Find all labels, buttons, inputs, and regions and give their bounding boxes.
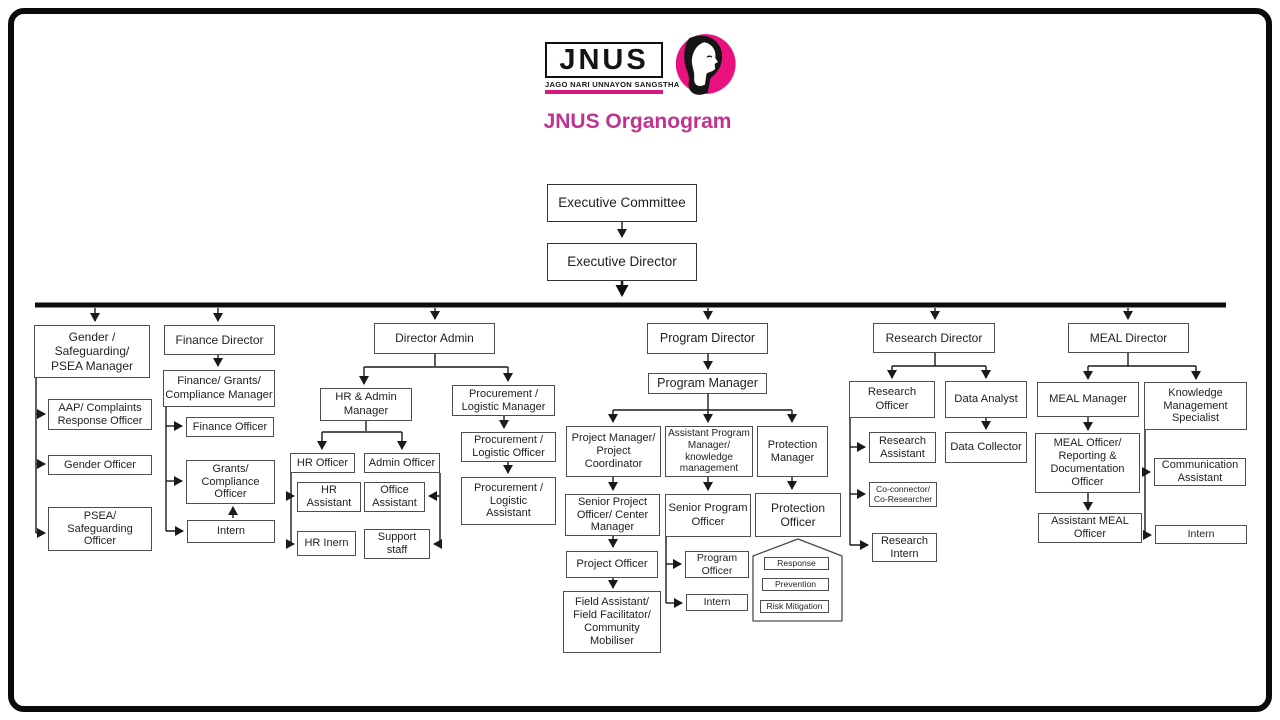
- org-node-protection-manager: Protection Manager: [757, 426, 828, 477]
- org-node-aap-complaints-response-officer: AAP/ Complaints Response Officer: [48, 399, 152, 430]
- org-node-meal-director: MEAL Director: [1068, 323, 1189, 353]
- org-node-meal-manager: MEAL Manager: [1037, 382, 1139, 417]
- org-node-assistant-meal-officer: Assistant MEAL Officer: [1038, 513, 1142, 543]
- org-node-gender-safeguarding-psea-manager: Gender / Safeguarding/ PSEA Manager: [34, 325, 150, 378]
- org-node-hr-assistant: HR Assistant: [297, 482, 361, 512]
- page-title: JNUS Organogram: [543, 110, 732, 133]
- org-node-finance-intern: Intern: [187, 520, 275, 543]
- org-node-knowledge-management-specialist: Knowledge Management Specialist: [1144, 382, 1247, 430]
- org-node-research-director: Research Director: [873, 323, 995, 353]
- org-node-finance-director: Finance Director: [164, 325, 275, 355]
- org-node-procurement-logistic-officer: Procurement / Logistic Officer: [461, 432, 556, 462]
- org-node-data-collector: Data Collector: [945, 432, 1027, 463]
- org-node-research-intern: Research Intern: [872, 533, 937, 562]
- org-node-program-director: Program Director: [647, 323, 768, 354]
- org-node-executive-committee: Executive Committee: [547, 184, 697, 222]
- org-node-gender-officer: Gender Officer: [48, 455, 152, 475]
- org-node-support-staff: Support staff: [364, 529, 430, 559]
- org-node-program-intern: Intern: [686, 594, 748, 611]
- org-node-psea-safeguarding-officer: PSEA/ Safeguarding Officer: [48, 507, 152, 551]
- org-node-hr-intern: HR Inern: [297, 531, 356, 556]
- org-node-program-officer: Program Officer: [685, 551, 749, 578]
- org-node-senior-program-officer: Senior Program Officer: [665, 494, 751, 537]
- org-node-prevention: Prevention: [762, 578, 829, 591]
- org-node-field-assistant-facilitator-mobiliser: Field Assistant/ Field Facilitator/ Comm…: [563, 591, 661, 653]
- org-node-research-officer: Research Officer: [849, 381, 935, 418]
- logo-face-icon: [675, 34, 736, 95]
- org-node-data-analyst: Data Analyst: [945, 381, 1027, 418]
- org-node-meal-intern: Intern: [1155, 525, 1247, 544]
- org-node-communication-assistant: Communication Assistant: [1154, 458, 1246, 486]
- org-node-office-assistant: Office Assistant: [364, 482, 425, 512]
- jnus-logo-tagline: JAGO NARI UNNAYON SANGSTHA: [545, 80, 680, 89]
- org-node-executive-director: Executive Director: [547, 243, 697, 281]
- org-node-assistant-program-manager: Assistant Program Manager/ knowledge man…: [665, 426, 753, 477]
- org-node-project-officer: Project Officer: [566, 551, 658, 578]
- org-node-admin-officer: Admin Officer: [364, 453, 440, 473]
- org-node-meal-officer-reporting-documentation: MEAL Officer/ Reporting & Documentation …: [1035, 433, 1140, 493]
- org-node-director-admin: Director Admin: [374, 323, 495, 354]
- org-node-response: Response: [764, 557, 829, 570]
- org-node-project-manager-coordinator: Project Manager/ Project Coordinator: [566, 426, 661, 477]
- org-node-senior-project-officer-center-manager: Senior Project Officer/ Center Manager: [565, 494, 660, 536]
- org-node-protection-officer: Protection Officer: [755, 493, 841, 537]
- org-node-finance-officer: Finance Officer: [186, 417, 274, 437]
- org-node-program-manager: Program Manager: [648, 373, 767, 394]
- org-node-hr-officer: HR Officer: [290, 453, 355, 473]
- org-node-risk-mitigation: Risk Mitigation: [760, 600, 829, 613]
- logo-underline-bar: [545, 90, 663, 94]
- org-node-procurement-logistic-assistant: Procurement / Logistic Assistant: [461, 477, 556, 525]
- org-node-finance-grants-compliance-manager: Finance/ Grants/ Compliance Manager: [163, 370, 275, 407]
- org-node-grants-compliance-officer: Grants/ Compliance Officer: [186, 460, 275, 504]
- org-node-procurement-logistic-manager: Procurement / Logistic Manager: [452, 385, 555, 416]
- jnus-logo: JNUS: [545, 42, 663, 78]
- org-node-research-assistant: Research Assistant: [869, 432, 936, 463]
- org-node-hr-admin-manager: HR & Admin Manager: [320, 388, 412, 421]
- org-node-co-connector-co-researcher: Co-connector/ Co-Researcher: [869, 482, 937, 507]
